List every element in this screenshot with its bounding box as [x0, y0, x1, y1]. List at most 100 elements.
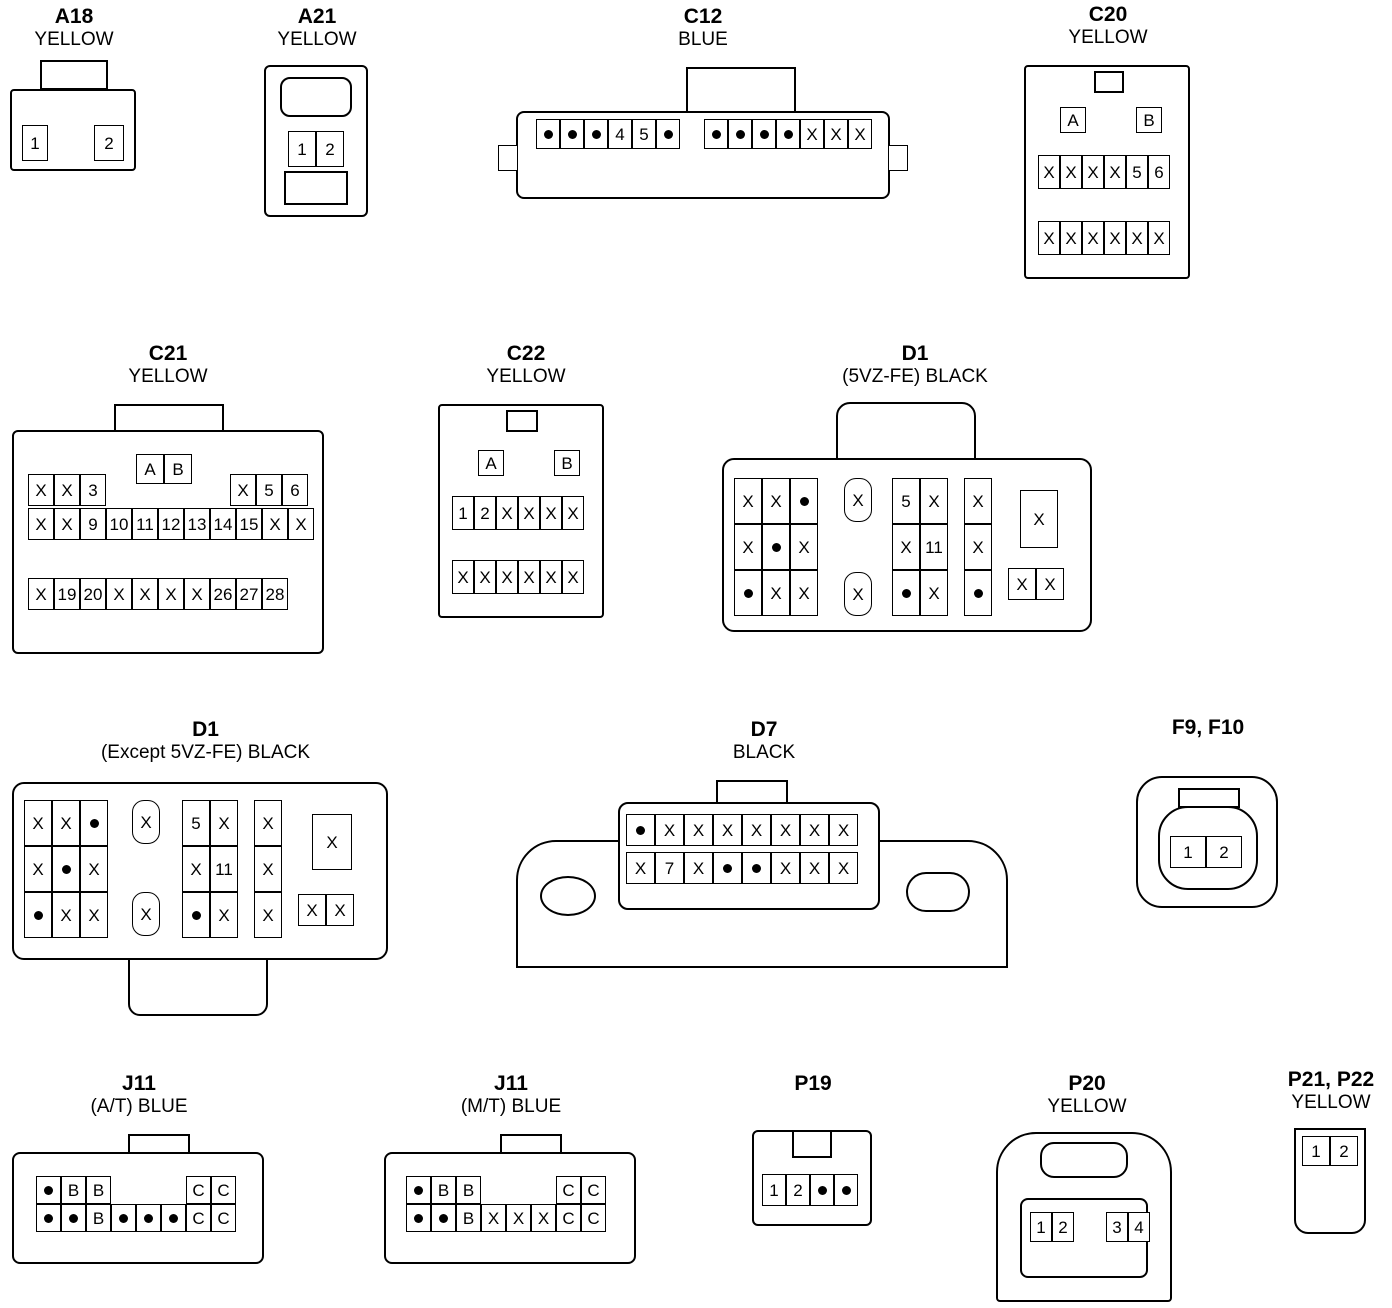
pin: X [452, 560, 474, 594]
pin [36, 1204, 61, 1232]
pin: X [1104, 155, 1126, 189]
connector-code: A21 [297, 5, 337, 28]
pin-grid: X X 3 [28, 474, 106, 506]
pin [964, 570, 992, 616]
pin: X [1060, 155, 1082, 189]
latch [1040, 1142, 1128, 1178]
pin: 26 [210, 578, 236, 610]
pin-gap [111, 1176, 136, 1204]
pin [762, 524, 790, 570]
connector-j11-at: J11 (A/T) BLUE B B C C B C C [8, 1072, 270, 1272]
pin: X [562, 560, 584, 594]
pin: 13 [184, 508, 210, 540]
pin: X [655, 814, 684, 846]
connector-p19: P19 1 2 [748, 1072, 878, 1232]
key-grid: A B [1060, 107, 1162, 133]
connector-color: YELLOW [1068, 27, 1148, 48]
pin-grid: 1 2 [1302, 1136, 1358, 1166]
pin-grid: X 19 20 X X X X 26 27 28 [28, 578, 288, 610]
pin-grid: 5 X X 11 X [182, 800, 238, 938]
pin: X [790, 570, 818, 616]
pin: X [684, 852, 713, 884]
pin [560, 119, 584, 149]
pin: 5 [892, 478, 920, 524]
pin: B [456, 1176, 481, 1204]
pin [704, 119, 728, 149]
pin: X [288, 508, 314, 540]
pin: 10 [106, 508, 132, 540]
pin [111, 1204, 136, 1232]
pin-grid: 5 X X 11 X [892, 478, 948, 616]
connector-code: P21, P22 [1287, 1068, 1375, 1091]
pin: 6 [1148, 155, 1170, 189]
pin: C [581, 1204, 606, 1232]
pin-gap [531, 1176, 556, 1204]
pin: X [474, 560, 496, 594]
lock-tab [284, 171, 348, 205]
pin: X [964, 524, 992, 570]
pin: X [1038, 221, 1060, 255]
pin [728, 119, 752, 149]
pin-grid: 4 5 X X X [536, 119, 872, 149]
connector-d7: D7 BLACK X X X X X X X X 7 X X X X [514, 718, 1014, 973]
pin: X [1148, 221, 1170, 255]
pin-grid: X X X [254, 800, 282, 938]
pin: X [540, 560, 562, 594]
pin: X [496, 560, 518, 594]
pin: X [326, 894, 354, 926]
pin-gap [481, 1176, 506, 1204]
pin: 9 [80, 508, 106, 540]
pin-grid: X X X X X X [734, 478, 818, 616]
connector-color: YELLOW [1291, 1092, 1371, 1113]
pin: X [254, 892, 282, 938]
connector-c20: C20 YELLOW A B X X X X 5 6 X X X X X X [1020, 3, 1196, 288]
pin: 2 [94, 125, 124, 161]
pin: X [1038, 155, 1060, 189]
pin: 20 [80, 578, 106, 610]
pin: X [771, 852, 800, 884]
pin: X [771, 814, 800, 846]
pin [742, 852, 771, 884]
pin: 11 [132, 508, 158, 540]
latch [40, 60, 108, 90]
connector-color: YELLOW [277, 29, 357, 50]
key-a: A [478, 450, 504, 476]
connector-a21: A21 YELLOW 1 2 [252, 5, 382, 220]
connector-color: YELLOW [486, 366, 566, 387]
latch [836, 402, 976, 464]
pin: B [431, 1176, 456, 1204]
pin-grid: 1 2 [22, 125, 124, 161]
pin: X [132, 892, 160, 936]
pin-gap [136, 1176, 161, 1204]
connector-color: BLUE [678, 29, 728, 50]
pin: 4 [1128, 1212, 1150, 1242]
pin-grid: 1 2 X X X X [452, 496, 584, 530]
pin: 5 [256, 474, 282, 506]
pin [810, 1174, 834, 1206]
pin: 14 [210, 508, 236, 540]
connector-code: D7 [750, 718, 778, 741]
pin: X [734, 524, 762, 570]
side-tab [888, 145, 908, 171]
pin: X [562, 496, 584, 530]
pin: X [254, 846, 282, 892]
pin: X [132, 800, 160, 844]
key-grid: A B [478, 450, 580, 476]
connector-color: (5VZ-FE) BLACK [842, 366, 988, 387]
pin: X [1082, 221, 1104, 255]
pin: X [540, 496, 562, 530]
connector-code: C20 [1088, 3, 1128, 26]
pin: C [211, 1204, 236, 1232]
connector-code: J11 [494, 1072, 528, 1095]
pin: X [762, 570, 790, 616]
pin: X [481, 1204, 506, 1232]
pin: X [1126, 221, 1148, 255]
pin: X [254, 800, 282, 846]
pin: 15 [236, 508, 262, 540]
pin: 11 [210, 846, 238, 892]
pin [431, 1204, 456, 1232]
pin-gap [1074, 1212, 1106, 1242]
connector-code: D1 [192, 718, 219, 741]
connector-c12: C12 BLUE 4 5 X X X [498, 5, 908, 205]
pin: X [1082, 155, 1104, 189]
